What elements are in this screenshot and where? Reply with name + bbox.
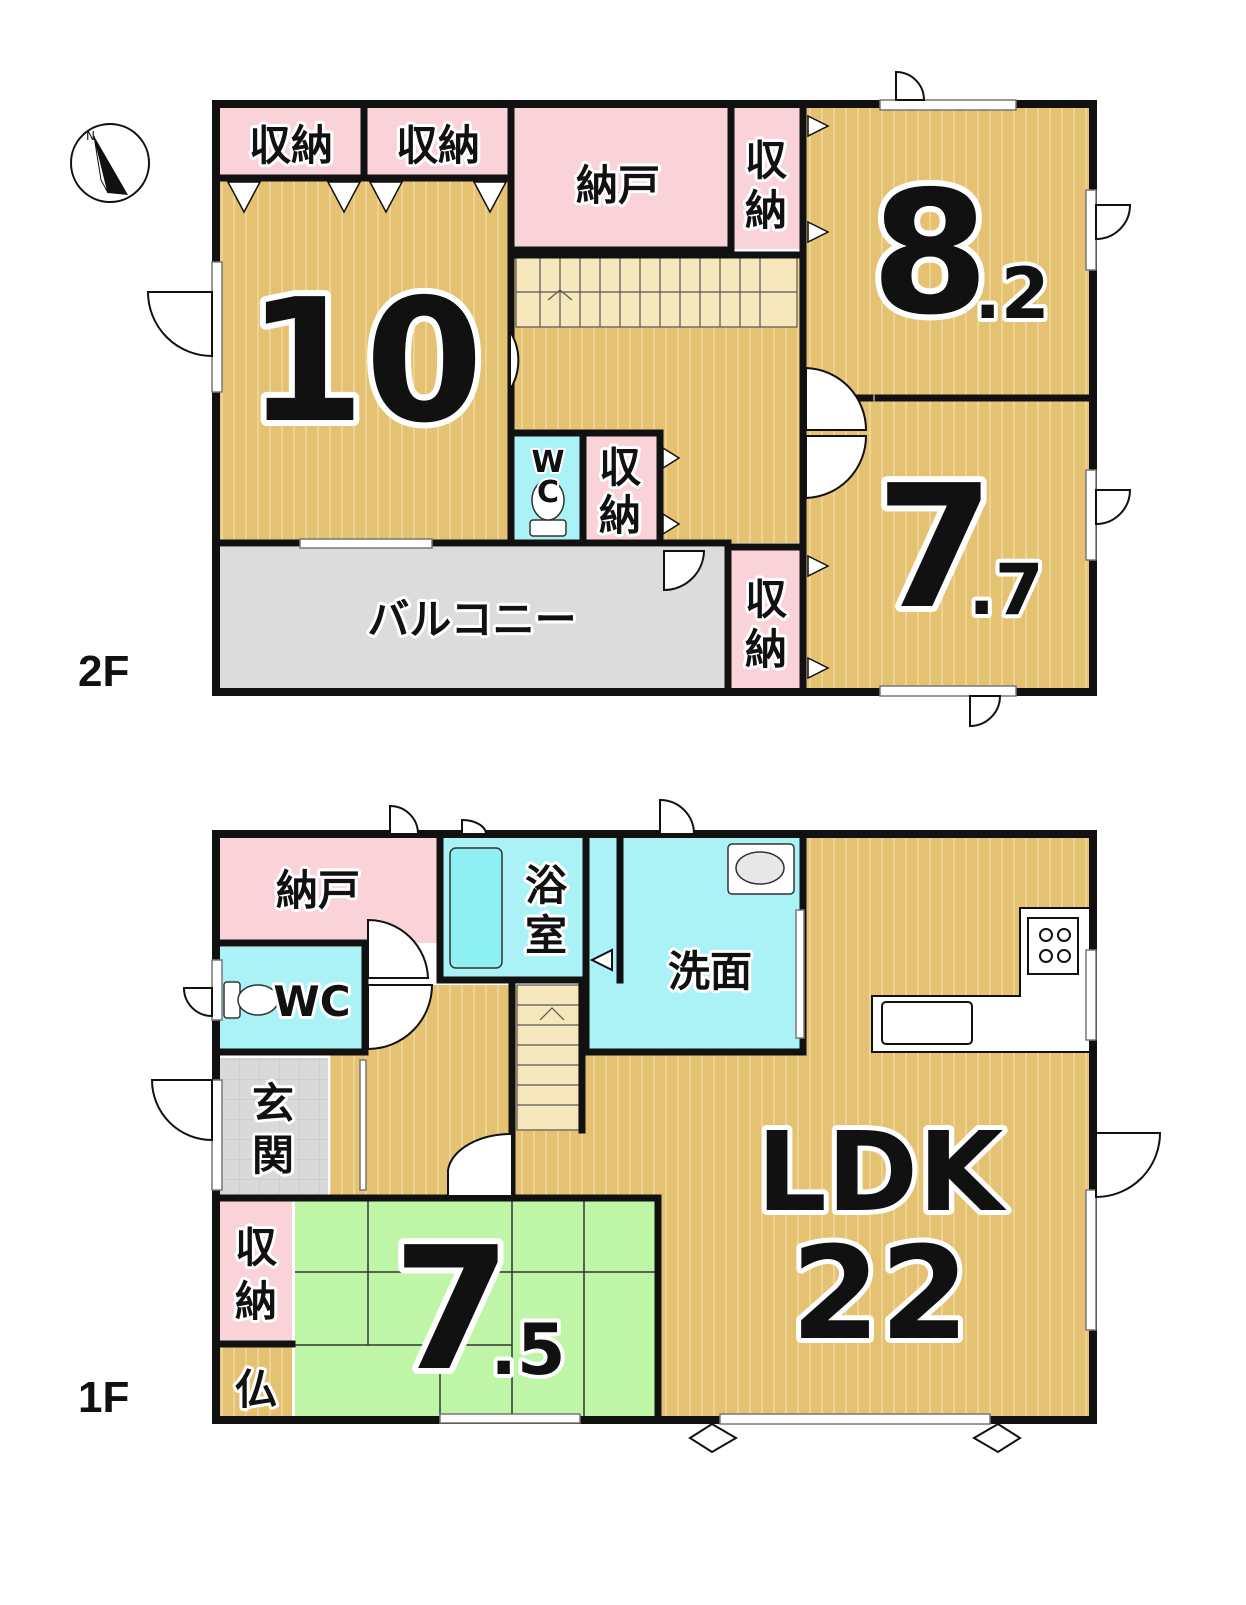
storage-c-fill <box>733 106 805 249</box>
tatami-grid <box>295 1200 658 1418</box>
floor-label-1f: 1F <box>78 1373 129 1422</box>
balcony-fill <box>218 547 728 689</box>
toilet-1f-icon <box>223 981 279 1019</box>
compass-north-icon: N <box>70 123 150 203</box>
second-floor: 収納 収納 納戸 収 納 10 8 .2 7 .7 W C 収 納 収 納 バル… <box>78 70 1132 728</box>
compass-letter: N <box>86 129 95 143</box>
door-nando-1f <box>367 918 430 979</box>
door-2f-west <box>146 291 213 358</box>
label-ldk-2: 22 <box>791 1220 969 1369</box>
label-washitsu-dec: .5 <box>490 1309 565 1391</box>
label-storage-b: 収納 <box>396 121 480 170</box>
label-bath-1: 浴 <box>525 861 568 910</box>
label-storage-a: 収納 <box>249 121 333 170</box>
door-1f-west <box>150 1079 213 1142</box>
first-floor: 納戸 浴 室 洗面 WC 玄 関 収 納 仏 7 .5 LDK 22 1F <box>78 798 1162 1454</box>
door-1f-north-a <box>389 804 420 835</box>
label-ldk-1: LDK <box>757 1108 1007 1236</box>
door-2f-east-b <box>1095 489 1132 526</box>
door-room7 <box>805 435 868 500</box>
label-room-7-dec: .7 <box>968 549 1043 631</box>
storage-b-fill <box>365 106 511 178</box>
label-wc-2f-1: W <box>531 445 564 480</box>
door-1f-south-b <box>972 1422 1022 1454</box>
label-storage-e-1: 収 <box>745 575 787 624</box>
label-room-7-int: 7 <box>876 449 994 647</box>
label-nando-2f: 納戸 <box>576 161 660 210</box>
label-entrance-2: 関 <box>252 1131 294 1180</box>
door-2f-east-a <box>1095 204 1132 241</box>
label-wc-1f: WC <box>273 977 350 1026</box>
nando-1f-fill <box>218 838 438 943</box>
nando-2f-fill <box>513 106 730 249</box>
label-storage-c-2: 納 <box>745 186 787 235</box>
toilet-2f-icon <box>529 479 567 537</box>
washitsu-fill <box>295 1200 658 1418</box>
door-washitsu <box>447 1132 513 1197</box>
storage-a-fill <box>218 106 363 178</box>
door-balcony <box>663 550 706 592</box>
label-storage-d-1: 収 <box>599 443 641 492</box>
sink-icon <box>727 843 795 895</box>
label-entrance-1: 玄 <box>252 1079 294 1128</box>
label-room-8-dec: .2 <box>974 253 1049 335</box>
door-1f-south-a <box>688 1422 738 1454</box>
staircase-2f <box>515 256 798 328</box>
storage-d-fill <box>584 433 659 541</box>
label-storage-c-1: 収 <box>745 136 787 185</box>
label-butsudan: 仏 <box>235 1365 277 1414</box>
entrance-fill <box>218 1058 328 1196</box>
label-storage-e-2: 納 <box>745 625 787 674</box>
door-1f-wc-outside <box>182 987 213 1018</box>
label-washitsu-int: 7 <box>393 1211 511 1409</box>
room-8-floor <box>805 106 1090 396</box>
door-1f-north-b <box>461 818 488 835</box>
label-washroom: 洗面 <box>668 947 752 996</box>
floor-label-2f: 2F <box>78 647 129 696</box>
label-storage-1f-2: 納 <box>235 1277 277 1326</box>
storage-1f-fill <box>218 1200 292 1342</box>
bathtub-icon <box>449 847 503 969</box>
door-wc-1f <box>367 984 434 1051</box>
label-bath-2: 室 <box>525 911 567 960</box>
label-room-10: 10 <box>247 263 484 461</box>
door-room8 <box>805 366 868 431</box>
door-2f-north <box>895 70 926 101</box>
staircase-1f <box>516 984 580 1131</box>
label-nando-1f: 納戸 <box>276 866 360 915</box>
label-storage-d-2: 納 <box>599 491 641 540</box>
label-storage-1f-1: 収 <box>235 1223 277 1272</box>
door-room10 <box>510 332 520 389</box>
outer-wall-2f <box>212 100 1097 696</box>
door-2f-south <box>969 695 1002 728</box>
door-1f-east <box>1095 1132 1162 1199</box>
door-1f-north-c <box>659 798 696 835</box>
label-balcony: バルコニー <box>367 595 576 644</box>
label-room-8-int: 8 <box>871 155 989 353</box>
butsudan-fill <box>218 1346 292 1418</box>
label-wc-2f-2: C <box>537 475 559 510</box>
storage-e-fill <box>731 547 803 689</box>
